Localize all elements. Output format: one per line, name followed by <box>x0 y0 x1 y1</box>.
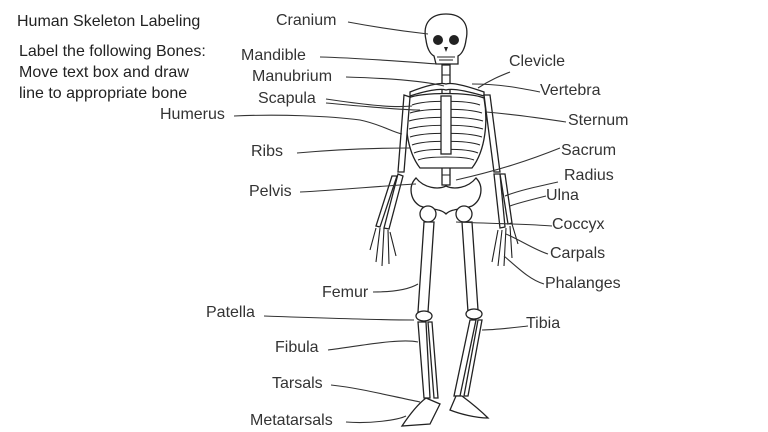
label-sternum[interactable]: Sternum <box>568 112 629 129</box>
label-ribs[interactable]: Ribs <box>251 143 284 160</box>
label-humerus[interactable]: Humerus <box>160 106 225 123</box>
skull <box>424 13 468 65</box>
label-fibula[interactable]: Fibula <box>275 339 319 356</box>
label-clavicle[interactable]: Clevicle <box>509 53 566 70</box>
leader-lines <box>233 21 567 424</box>
page-title: Human Skeleton Labeling <box>17 13 201 30</box>
label-metatarsals[interactable]: Metatarsals <box>250 412 333 429</box>
label-femur[interactable]: Femur <box>322 284 369 301</box>
label-phalanges[interactable]: Phalanges <box>545 275 621 292</box>
label-patella[interactable]: Patella <box>206 304 255 321</box>
label-tibia[interactable]: Tibia <box>526 315 561 332</box>
instruction-line: Move text box and draw <box>19 64 189 81</box>
label-mandible[interactable]: Mandible <box>241 47 306 64</box>
instructions: Label the following Bones: Move text box… <box>19 41 249 104</box>
label-sacrum[interactable]: Sacrum <box>561 142 617 159</box>
instruction-line: line to appropriate bone <box>19 85 188 102</box>
label-radius[interactable]: Radius <box>564 167 614 184</box>
left-arm <box>369 94 411 267</box>
instruction-line: Label the following Bones: <box>19 43 206 60</box>
label-coccyx[interactable]: Coccyx <box>552 216 605 233</box>
label-manubrium[interactable]: Manubrium <box>252 68 333 85</box>
label-carpals[interactable]: Carpals <box>550 245 606 262</box>
legs <box>400 221 490 427</box>
label-pelvis[interactable]: Pelvis <box>249 183 292 200</box>
rib-cage <box>405 92 487 169</box>
label-scapula[interactable]: Scapula <box>258 90 316 107</box>
label-vertebra[interactable]: Vertebra <box>540 82 601 99</box>
label-ulna[interactable]: Ulna <box>546 187 579 204</box>
label-cranium[interactable]: Cranium <box>276 12 337 29</box>
pelvis-shape <box>410 177 482 215</box>
label-tarsals[interactable]: Tarsals <box>272 375 323 392</box>
right-arm <box>483 94 519 267</box>
